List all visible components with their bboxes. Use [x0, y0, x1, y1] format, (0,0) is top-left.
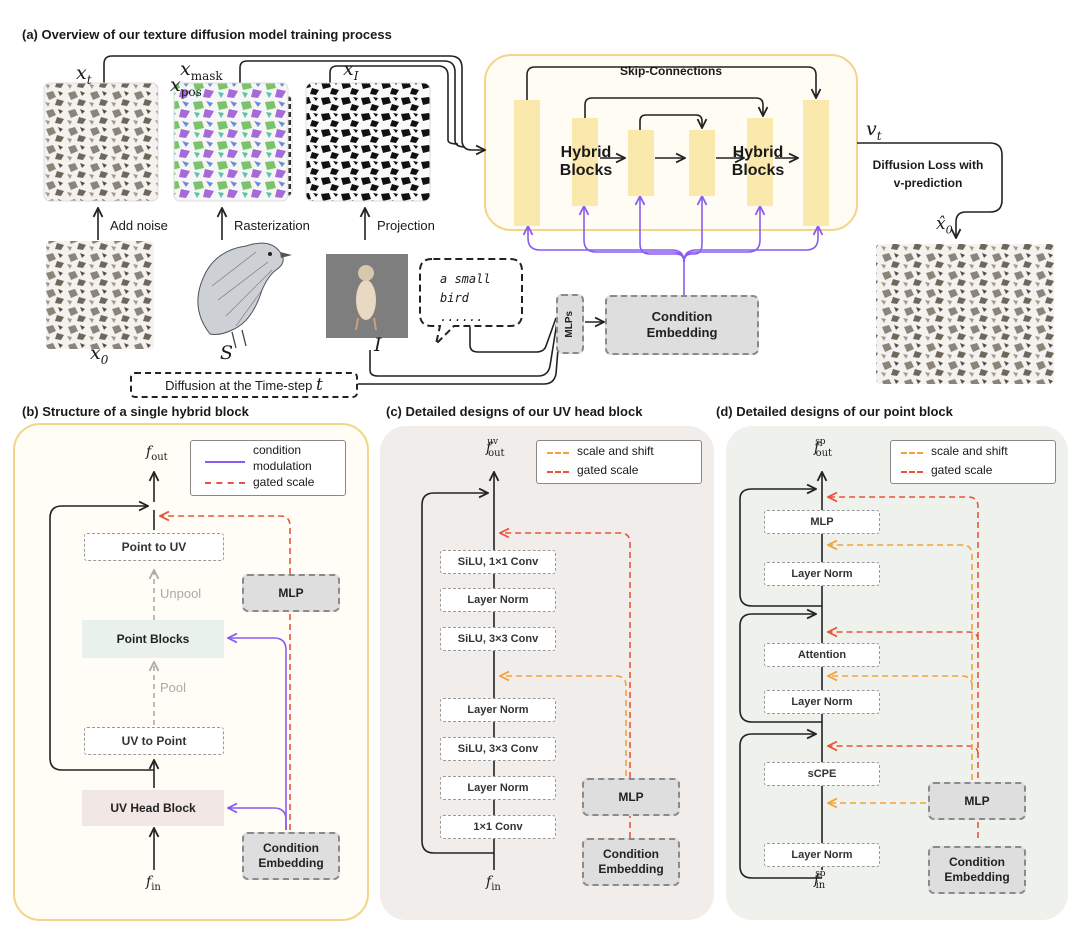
c-legend-gated: gated scale	[577, 463, 639, 477]
d-legend-gated: gated scale	[931, 463, 993, 477]
d-layer-3: Layer Norm	[764, 690, 880, 714]
d-legend-scale-shift: scale and shift	[931, 444, 1008, 458]
unet-block-2	[572, 118, 598, 206]
c-layer-1: Layer Norm	[440, 588, 556, 612]
rasterization-label: Rasterization	[234, 218, 310, 233]
time-step-label: Diffusion at the Time-step	[165, 377, 313, 393]
c-legend-orange-line	[547, 452, 569, 454]
b-legend: condition modulation gated scale	[190, 440, 346, 496]
c-condition-embedding-label: Condition Embedding	[598, 847, 664, 876]
add-noise-label: Add noise	[110, 218, 168, 233]
point-blocks-box: Point Blocks	[82, 620, 224, 658]
c-fin: fin	[486, 874, 501, 893]
d-fout: fspout	[814, 437, 833, 459]
d-layer-5: Layer Norm	[764, 843, 880, 867]
c-legend: scale and shift gated scale	[536, 440, 702, 484]
unet-block-5	[747, 118, 773, 206]
b-legend-condition: condition	[253, 443, 302, 457]
c-layer-6: 1×1 Conv	[440, 815, 556, 839]
mlps-box: MLPs	[556, 294, 584, 354]
panel-a-title: (a) Overview of our texture diffusion mo…	[22, 27, 392, 42]
c-layer-2: SiLU, 3×3 Conv	[440, 627, 556, 651]
b-condition-embedding-box: Condition Embedding	[242, 832, 340, 880]
diffusion-loss-label: Diffusion Loss with v-prediction	[872, 158, 984, 190]
b-condition-embedding-label: Condition Embedding	[258, 841, 324, 870]
panel-d-title: (d) Detailed designs of our point block	[716, 404, 953, 419]
symbol-S: S	[220, 342, 234, 364]
d-fin: fspin	[814, 869, 826, 891]
b-legend-modulation: modulation	[253, 459, 312, 473]
d-condition-embedding-label: Condition Embedding	[944, 855, 1010, 884]
c-mlp-box: MLP	[582, 778, 680, 816]
b-fout: fout	[146, 444, 168, 463]
symbol-xt: xt	[76, 62, 92, 87]
b-mlp-box: MLP	[242, 574, 340, 612]
d-condition-embedding-box: Condition Embedding	[928, 846, 1026, 894]
time-step-box: Diffusion at the Time-step t	[130, 372, 358, 398]
unet-block-4	[689, 130, 715, 196]
d-legend: scale and shift gated scale	[890, 440, 1056, 484]
uv-head-block-box: UV Head Block	[82, 790, 224, 826]
mlps-label: MLPs	[563, 310, 575, 338]
panel-c-title: (c) Detailed designs of our UV head bloc…	[386, 404, 643, 419]
d-mlp-box: MLP	[928, 782, 1026, 820]
symbol-t: t	[315, 375, 323, 395]
panel-b-title: (b) Structure of a single hybrid block	[22, 404, 249, 419]
symbol-vt: vt	[866, 118, 882, 143]
c-layer-5: Layer Norm	[440, 776, 556, 800]
c-fout: fuvout	[486, 437, 505, 459]
c-layer-3: Layer Norm	[440, 698, 556, 722]
pool-label: Pool	[160, 680, 187, 695]
b-fin: fin	[146, 874, 161, 893]
symbol-x0: x0	[90, 342, 109, 367]
condition-embedding-box-a: Condition Embedding	[605, 295, 759, 355]
c-condition-embedding-box: Condition Embedding	[582, 838, 680, 886]
skip-connections-label: Skip-Connections	[620, 64, 723, 78]
unet-block-3	[628, 130, 654, 196]
uv-to-point-box: UV to Point	[84, 727, 224, 755]
d-layer-0: MLP	[764, 510, 880, 534]
c-legend-red-line	[547, 471, 569, 473]
c-layer-0: SiLU, 1×1 Conv	[440, 550, 556, 574]
b-legend-purple-line	[205, 461, 245, 463]
point-to-uv-box: Point to UV	[84, 533, 224, 561]
symbol-xI: xI	[343, 58, 359, 83]
b-legend-red-line	[205, 482, 245, 484]
b-legend-gated: gated scale	[253, 475, 315, 489]
c-layer-4: SiLU, 3×3 Conv	[440, 737, 556, 761]
symbol-x0hat: x̂0	[936, 214, 953, 237]
symbol-xpos: xpos	[170, 74, 202, 99]
speech-bubble-text: a small bird ......	[440, 272, 491, 325]
hybrid-blocks-label-left: Hybrid Blocks	[559, 144, 613, 179]
projection-label: Projection	[377, 218, 435, 233]
unet-block-1	[514, 100, 540, 226]
symbol-xmask: xmask	[180, 58, 223, 83]
d-layer-4: sCPE	[764, 762, 880, 786]
d-layer-2: Attention	[764, 643, 880, 667]
d-legend-orange-line	[901, 452, 923, 454]
d-layer-1: Layer Norm	[764, 562, 880, 586]
hybrid-blocks-label-right: Hybrid Blocks	[731, 144, 785, 179]
d-legend-red-line	[901, 471, 923, 473]
symbol-I: I	[374, 334, 382, 356]
unpool-label: Unpool	[160, 586, 202, 601]
c-legend-scale-shift: scale and shift	[577, 444, 654, 458]
unet-block-6	[803, 100, 829, 226]
condition-embedding-label-a: Condition Embedding	[646, 308, 718, 340]
